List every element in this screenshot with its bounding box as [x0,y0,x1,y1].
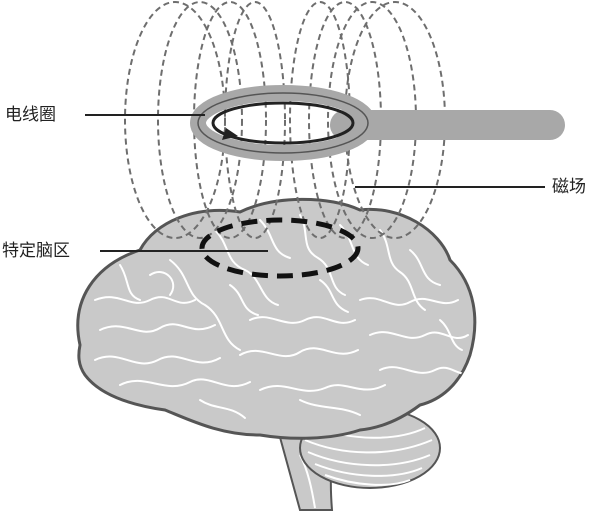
label-target-region: 特定脑区 [2,241,70,261]
coil [190,85,376,161]
cerebrum [76,197,477,440]
label-coil: 电线圈 [5,105,56,125]
leader-lines [85,114,545,252]
target-region-outline [199,217,361,279]
current-arrow-icon [222,128,238,140]
label-magnetic-field: 磁场 [552,177,586,197]
coil-handle [330,110,565,140]
